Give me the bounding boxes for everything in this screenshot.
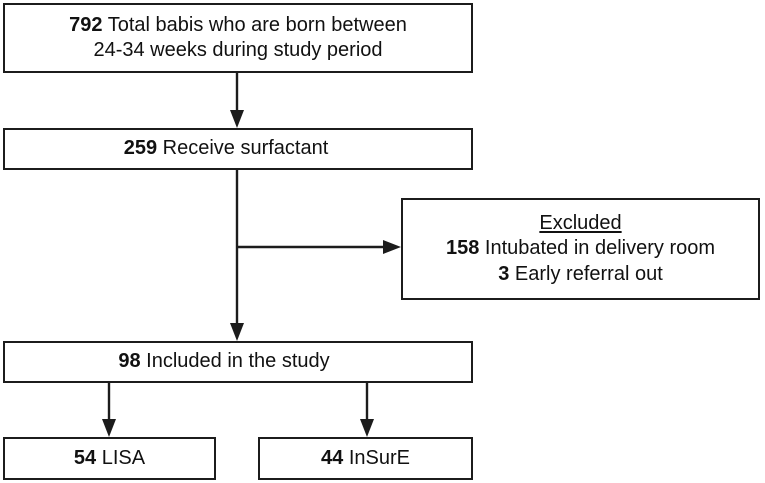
node-included-text: Included in the study <box>146 350 330 373</box>
arrowhead-total-to-surfactant <box>230 110 244 128</box>
node-surfactant-count: 259 <box>123 137 158 160</box>
node-surfactant-text: Receive surfactant <box>162 137 329 160</box>
node-insure-text: InSurE <box>348 446 410 469</box>
node-excluded-reason2-text: Early referral out <box>514 262 663 285</box>
node-excluded-reason1-count: 158 <box>445 237 480 260</box>
node-receive-surfactant: 259 Receive surfactant <box>3 128 473 170</box>
node-excluded-reason1-text: Intubated in delivery room <box>484 237 716 260</box>
node-insure-line: 44 InSurE <box>321 446 410 471</box>
node-lisa-line: 54 LISA <box>74 446 145 471</box>
node-excluded-heading: Excluded <box>539 212 622 235</box>
node-total-line1: 792 Total babis who are born between <box>69 13 407 38</box>
node-total-babies: 792 Total babis who are born between 24-… <box>3 3 473 73</box>
node-insure-arm: 44 InSurE <box>258 437 473 480</box>
arrowhead-included-to-lisa <box>102 419 116 437</box>
arrowhead-surfactant-to-excluded <box>383 240 401 254</box>
arrowhead-surfactant-to-included <box>230 323 244 341</box>
node-excluded-reason2-count: 3 <box>498 262 510 285</box>
node-lisa-arm: 54 LISA <box>3 437 216 480</box>
node-lisa-count: 54 <box>73 446 97 469</box>
node-total-count: 792 <box>69 13 103 36</box>
node-surfactant-line: 259 Receive surfactant <box>124 136 329 161</box>
node-included-count: 98 <box>118 350 141 373</box>
node-excluded: Excluded 158 Intubated in delivery room … <box>401 198 760 300</box>
node-excluded-reason1: 158 Intubated in delivery room <box>446 236 715 261</box>
node-total-line2: 24-34 weeks during study period <box>93 39 383 61</box>
node-excluded-reason2: 3 Early referral out <box>498 262 663 287</box>
node-total-line1-text: Total babis who are born between <box>107 13 407 36</box>
arrowhead-included-to-insure <box>360 419 374 437</box>
node-insure-count: 44 <box>321 446 344 469</box>
node-lisa-text: LISA <box>101 446 146 469</box>
node-included-line: 98 Included in the study <box>118 349 329 374</box>
node-included-in-study: 98 Included in the study <box>3 341 473 383</box>
